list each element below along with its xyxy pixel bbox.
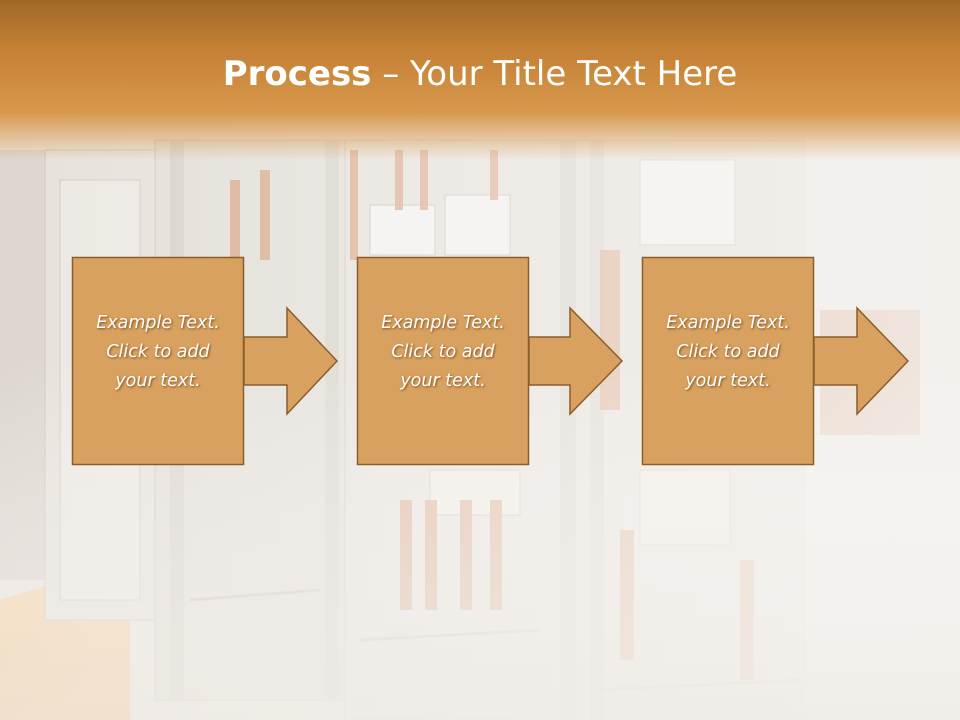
step-text-line: Click to add — [676, 342, 780, 362]
title-band — [0, 0, 960, 160]
step-arrow-shape — [641, 256, 910, 466]
step-text-line: Click to add — [391, 342, 495, 362]
step-arrow-shape — [356, 256, 624, 466]
slide-title[interactable]: Process – Your Title Text Here — [0, 52, 960, 96]
step-text-line: your text. — [685, 371, 771, 391]
step-text-line: Click to add — [106, 342, 210, 362]
step-arrow-shape — [71, 256, 339, 466]
step-text: Example Text. Click to add your text. — [648, 309, 808, 396]
step-text-line: Example Text. — [381, 313, 505, 333]
step-text: Example Text. Click to add your text. — [363, 309, 523, 396]
step-text-line: Example Text. — [96, 313, 220, 333]
step-text-line: your text. — [400, 371, 486, 391]
process-step-2[interactable]: Example Text. Click to add your text. — [356, 256, 624, 466]
title-rest: – Your Title Text Here — [371, 54, 738, 94]
step-text-line: Example Text. — [666, 313, 790, 333]
title-bold: Process — [222, 54, 372, 94]
process-step-3[interactable]: Example Text. Click to add your text. — [641, 256, 910, 466]
process-step-1[interactable]: Example Text. Click to add your text. — [71, 256, 339, 466]
step-text-line: your text. — [115, 371, 201, 391]
step-text: Example Text. Click to add your text. — [78, 309, 238, 396]
